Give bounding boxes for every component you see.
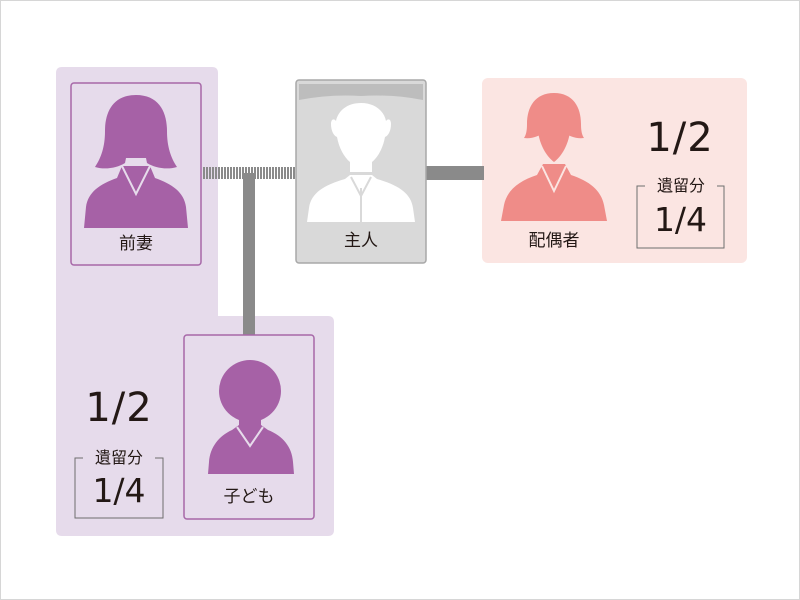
spouse-label: 配偶者 bbox=[528, 231, 580, 251]
husband-card-arch bbox=[299, 84, 423, 100]
child-label: 子ども bbox=[223, 487, 275, 507]
marriage-line bbox=[424, 166, 484, 180]
child-reserved-value: 1/4 bbox=[92, 471, 146, 510]
ex-wife-woman-icon bbox=[84, 95, 188, 228]
spouse-share: 1/2 bbox=[646, 115, 714, 161]
child-reserved-bracket bbox=[74, 457, 164, 519]
husband-collar bbox=[350, 176, 372, 222]
ex-wife-collar bbox=[121, 165, 151, 197]
child-collar bbox=[236, 426, 264, 448]
spouse-reserved-bracket bbox=[636, 185, 725, 249]
spouse-collar bbox=[541, 165, 567, 194]
child-reserved-label: 遺留分 bbox=[83, 450, 155, 466]
ex-wife-label: 前妻 bbox=[119, 234, 153, 254]
spouse-reserved-value: 1/4 bbox=[653, 200, 708, 239]
child-share: 1/2 bbox=[85, 385, 153, 431]
husband-label: 主人 bbox=[344, 231, 378, 251]
spouse-reserved-label: 遺留分 bbox=[645, 178, 717, 194]
child-child-icon bbox=[208, 360, 294, 474]
child-descent-line bbox=[243, 173, 255, 335]
